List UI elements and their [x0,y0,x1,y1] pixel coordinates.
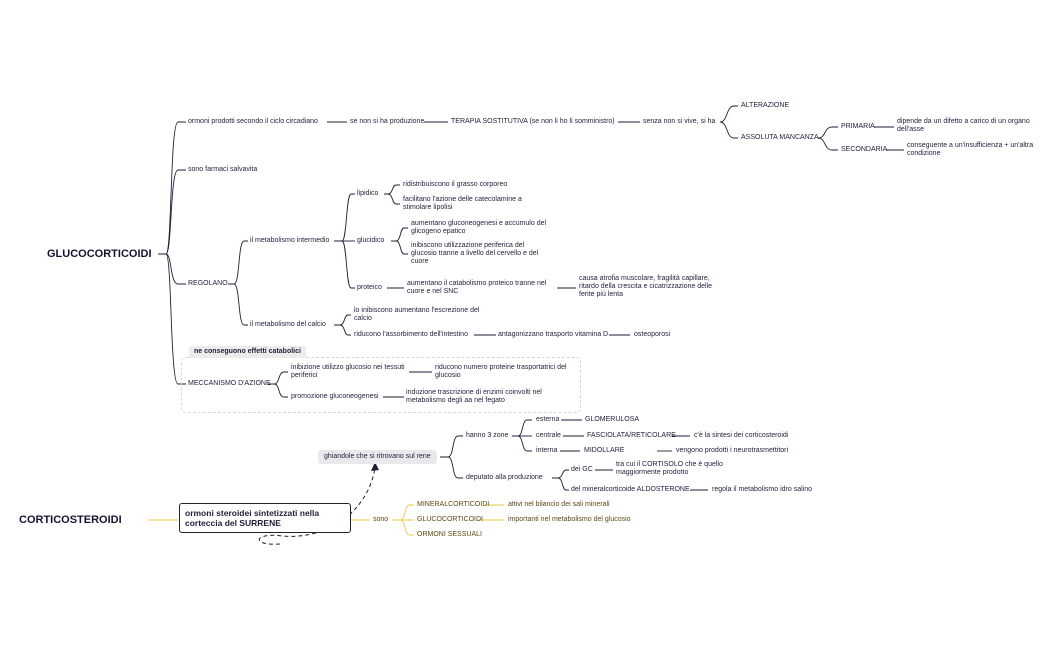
node-deputato-produzione: deputato alla produzione [466,474,543,481]
node-secondaria-desc: conseguente a un'insufficienza + un'altr… [907,142,1034,157]
node-glu1: aumentano gluconeogenesi e accumulo del … [411,220,547,235]
node-metabolismo-intermedio: il metabolismo intermedio [250,237,330,244]
node-sono: sono [373,516,389,523]
node-farmaci-salvavita: sono farmaci salvavita [188,166,258,173]
node-fascicolata: FASCIOLATA/RETICOLARE [587,432,676,439]
node-glomerulosa: GLOMERULOSA [585,416,640,423]
node-interna: interna [536,447,558,454]
node-aldosterone-desc: regola il metabolismo idro salino [712,486,812,493]
node-lip1: ridistribuiscono il grasso corporeo [403,181,508,188]
node-mecc1: inibizione utilizzo glucosio nei tessuti… [291,364,405,379]
node-senza-non-si-vive: senza non si vive, si ha [643,118,716,125]
node-regolano: REGOLANO [188,280,228,287]
node-hanno-3-zone: hanno 3 zone [466,432,509,439]
node-meccanismo-azione: MECCANISMO D'AZIONE [188,380,271,387]
node-midollare-desc: vengono prodotti i neurotrasmettitori [676,447,789,454]
node-assoluta-mancanza: ASSOLUTA MANCANZA [741,134,819,141]
root-corticosteroidi: CORTICOSTEROIDI [19,514,122,526]
node-non-produzione: se non si ha produzione [350,118,425,125]
node-glucidico: glucidico [357,237,385,244]
node-gluco-desc: importanti nel metabolismo del glucosio [508,516,631,523]
node-ghiandole-rene: ghiandole che si ritrovano sul rene [318,450,437,464]
node-cal2: riducono l'assorbimento dell'intestino [354,331,468,338]
node-fascicolata-desc: c'è la sintesi dei corticosteroidi [694,432,789,439]
node-alterazione: ALTERAZIONE [741,102,790,109]
node-midollare: MIDOLLARE [584,447,625,454]
node-mineral-desc: attivi nel bilancio dei sali minerali [508,501,610,508]
node-lip2: facilitano l'azione delle catecolamine a… [403,196,522,211]
node-terapia-sostitutiva: TERAPIA SOSTITUTIVA (se non li ho li som… [451,118,615,125]
node-mineralcorticoidi: MINERALCORTICOIDI [417,501,490,508]
node-cal4: osteoporosi [634,331,671,338]
node-pro2: causa atrofia muscolare, fragilità capil… [579,275,713,298]
node-centrale: centrale [536,432,561,439]
node-secondaria: SECONDARIA [841,146,888,153]
node-pro1: aumentano il catabolismo proteico tranne… [407,280,547,295]
node-lipidico: lipidico [357,190,379,197]
node-ciclo-circadiano: ormoni prodotti secondo il ciclo circadi… [188,118,318,125]
node-metabolismo-calcio: il metabolismo del calcio [250,321,326,328]
tag-effetti-catabolici: ne conseguono effetti catabolici [189,346,306,358]
node-dei-gc: dei GC [571,466,593,473]
node-gc-desc: tra cui il CORTISOLO che è quello maggio… [616,461,723,476]
node-aldosterone: del mineralcorticoide ALDOSTERONE [571,486,690,493]
node-esterna: esterna [536,416,560,423]
node-primaria: PRIMARIA [841,123,875,130]
node-ormoni-sessuali: ORMONI SESSUALI [417,531,482,538]
node-mecc1b: riducono numero proteine trasportatrici … [435,364,567,379]
node-proteico: proteico [357,284,382,291]
node-cal3: antagonizzano trasporto vitamina D [498,331,609,338]
root-glucocorticoidi: GLUCOCORTICOIDI [47,248,152,260]
node-ormoni-steroidei-box: ormoni steroidei sintetizzati nella cort… [179,503,351,533]
node-glu2: inibiscono utilizzazione periferica del … [411,242,539,265]
meccanismo-frame [181,357,581,413]
node-mecc2: promozione gluconeogenesi [291,393,379,400]
node-primaria-desc: dipende da un difetto a carico di un org… [897,118,1030,133]
node-mecc2b: induzione trascrizione di enzimi coinvol… [406,389,542,404]
node-cal1: lo inibiscono aumentano l'escrezione del… [354,307,480,322]
node-glucocorticoidi-sub: GLUCOCORTICOIDI [417,516,483,523]
